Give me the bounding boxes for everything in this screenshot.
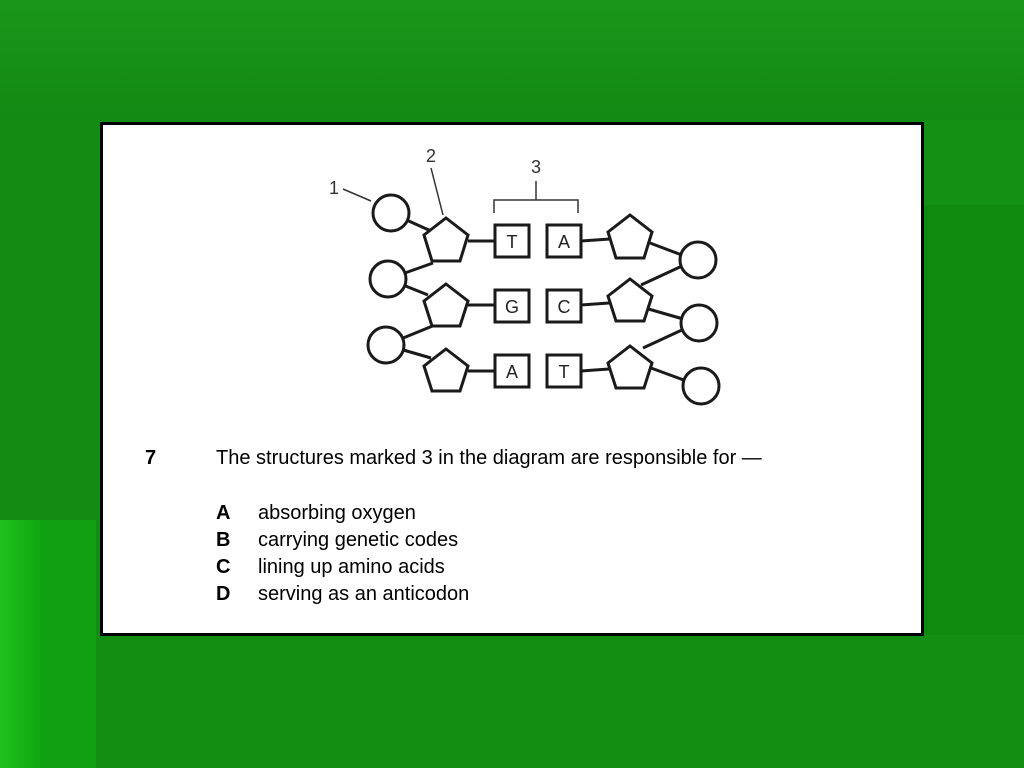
base-box	[493, 223, 531, 259]
sugar-pentagon	[606, 277, 654, 323]
sugar-pentagon	[606, 213, 654, 260]
question-block: 7 The structures marked 3 in the diagram…	[103, 125, 921, 633]
callout-line-2	[430, 167, 444, 216]
dna-diagram: T A G C A T 1 2 3	[329, 146, 721, 406]
base-letter: A	[558, 232, 570, 252]
choice-text: carrying genetic codes	[258, 529, 459, 551]
base-connectors	[468, 237, 611, 373]
background-left-strip	[0, 520, 40, 768]
base-box	[493, 353, 531, 389]
choice-letter: D	[216, 583, 231, 605]
choice-text: serving as an anticodon	[258, 583, 470, 605]
sugar-pentagon	[606, 344, 654, 390]
connector	[580, 237, 611, 243]
phosphate-circle	[681, 366, 721, 406]
base-box	[493, 288, 531, 324]
phosphate-circle	[371, 193, 411, 233]
phosphate-circle	[678, 240, 718, 280]
sugar-pentagon	[422, 216, 470, 263]
base-letter: C	[558, 297, 571, 317]
phosphate-circle	[366, 325, 406, 365]
base-letter: T	[507, 232, 518, 252]
choice-letter: C	[216, 556, 231, 578]
choice-text: lining up amino acids	[258, 556, 445, 578]
choice-text: absorbing oxygen	[258, 502, 416, 524]
base-box	[545, 223, 583, 259]
background-bottom	[96, 635, 1024, 768]
background-left-band	[40, 520, 96, 768]
sugar-pentagon	[422, 282, 470, 328]
sugar-pentagon	[422, 347, 470, 393]
base-box	[545, 353, 583, 389]
choice-letter: A	[216, 502, 231, 524]
callout-label-3: 3	[531, 157, 541, 177]
background-right-upper	[922, 120, 1024, 205]
base-letter: A	[506, 362, 518, 382]
question-stem: The structures marked 3 in the diagram a…	[216, 447, 762, 469]
base-letter: G	[505, 297, 519, 317]
base-box	[545, 288, 583, 324]
question-card: T A G C A T 1 2 3 7 The structures marke…	[100, 122, 924, 636]
phosphate-circle	[679, 303, 719, 343]
callout-label-2: 2	[426, 146, 436, 166]
connector	[580, 301, 610, 307]
question-number: 7	[145, 447, 157, 469]
callout-label-1: 1	[329, 178, 339, 198]
phosphate-circle	[368, 259, 408, 299]
base-letter: T	[559, 362, 570, 382]
callout-line-1	[342, 188, 372, 202]
choice-letter: B	[216, 529, 231, 551]
background-top	[0, 0, 1024, 120]
connector	[580, 367, 610, 373]
